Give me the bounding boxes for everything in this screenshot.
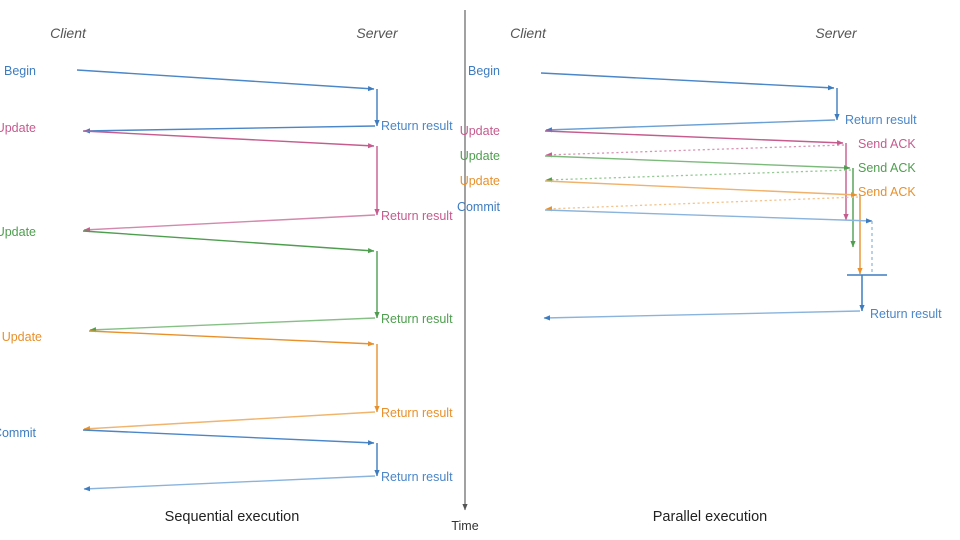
label-commit-return-right: Return result <box>870 307 942 321</box>
label-update-1-right: Update <box>460 124 500 138</box>
message-commit-request-left <box>82 429 375 446</box>
label-update-1-left: Update <box>0 121 36 135</box>
caption-parallel: Parallel execution <box>653 509 767 525</box>
label-commit-right: Commit <box>457 200 501 214</box>
message-commit-request-right <box>544 209 873 224</box>
label-send-ack-1-right: Send ACK <box>858 137 916 151</box>
message-begin-return-left <box>83 125 376 134</box>
message-update-3-return-left <box>83 411 376 432</box>
message-update-2-request-right <box>544 155 851 171</box>
label-update-2-right: Update <box>460 149 500 163</box>
label-update-3-return-left: Return result <box>381 406 453 420</box>
message-commit-return-left <box>83 475 376 492</box>
label-update-3-left: Update <box>2 330 42 344</box>
actor-label-client-left: Client <box>50 25 87 41</box>
actor-label-server-left: Server <box>356 25 399 41</box>
message-update-3-ack-right <box>545 196 859 212</box>
label-update-2-left: Update <box>0 225 36 239</box>
actor-label-server-right: Server <box>815 25 858 41</box>
label-update-3-right: Update <box>460 174 500 188</box>
label-update-1-return-left: Return result <box>381 209 453 223</box>
label-begin-return-right: Return result <box>845 113 917 127</box>
caption-sequential: Sequential execution <box>165 509 300 525</box>
message-update-3-request-right <box>544 180 858 198</box>
label-commit-left: Commit <box>0 426 37 440</box>
label-update-2-return-left: Return result <box>381 312 453 326</box>
label-begin-left: Begin <box>4 64 36 78</box>
message-update-1-request-left <box>82 130 375 149</box>
panel-sequential: Client Server Begin Return result Update… <box>0 25 453 525</box>
panel-parallel: Client Server Begin Return result Update… <box>457 25 942 525</box>
label-send-ack-2-right: Send ACK <box>858 161 916 175</box>
message-update-2-request-left <box>82 230 375 254</box>
message-begin-request-right <box>540 72 835 91</box>
label-commit-return-left: Return result <box>381 470 453 484</box>
message-update-2-ack-right <box>545 169 852 183</box>
label-begin-return-left: Return result <box>381 119 453 133</box>
time-axis-label: Time <box>451 519 478 533</box>
message-update-1-return-left <box>83 214 376 233</box>
message-update-1-request-right <box>544 130 844 146</box>
message-begin-request-left <box>76 69 375 92</box>
label-begin-right: Begin <box>468 64 500 78</box>
message-commit-return-right <box>543 310 861 321</box>
message-update-3-request-left <box>88 330 375 347</box>
message-update-1-ack-right <box>545 144 845 158</box>
message-begin-return-right <box>545 119 836 133</box>
message-update-2-return-left <box>89 317 376 333</box>
actor-label-client-right: Client <box>510 25 547 41</box>
label-send-ack-3-right: Send ACK <box>858 185 916 199</box>
